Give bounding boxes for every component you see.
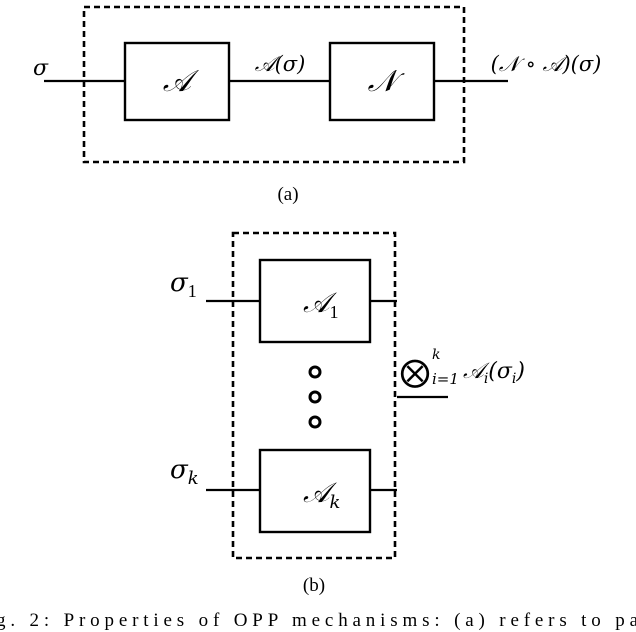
- panel-b-ellipsis-dot-1: [308, 365, 322, 379]
- panel-a: σ 𝒜 𝒜(σ) 𝒩 (𝒩 ∘ 𝒜)(σ) (a): [33, 5, 602, 205]
- panel-b-output-label: ⨂ k i=1 𝒜i(σi): [400, 347, 525, 389]
- panel-b-caption: (b): [303, 575, 325, 596]
- panel-b: σ1 σk 𝒜1 𝒜k ⨂ k i=1 𝒜i(σi) (b): [170, 231, 525, 596]
- figure-caption: g. 2: Properties of OPP mechanisms: (a) …: [0, 610, 636, 631]
- panel-a-boundary: [82, 5, 466, 164]
- panel-b-ellipsis-dot-3: [308, 415, 322, 429]
- panel-b-output-rest: 𝒜i(σi): [463, 359, 525, 387]
- panel-a-caption: (a): [277, 184, 298, 205]
- panel-a-input-label: σ: [33, 56, 49, 81]
- panel-a-middle-label: 𝒜(σ): [255, 52, 306, 76]
- panel-b-input1-label: σ1: [170, 268, 197, 301]
- panel-b-output-otimes: ⨂: [400, 356, 430, 389]
- panel-b-box-A1: [258, 258, 372, 344]
- panel-a-output-label: (𝒩 ∘ 𝒜)(σ): [491, 52, 602, 76]
- panel-b-inputk-label: σk: [170, 455, 199, 489]
- panel-b-ellipsis-dot-2: [308, 390, 322, 404]
- panel-a-box-N: [328, 41, 436, 122]
- panel-b-boundary: [231, 231, 397, 560]
- panel-b-output-sup: k: [432, 347, 440, 363]
- panel-b-output-sub: i=1: [432, 370, 459, 388]
